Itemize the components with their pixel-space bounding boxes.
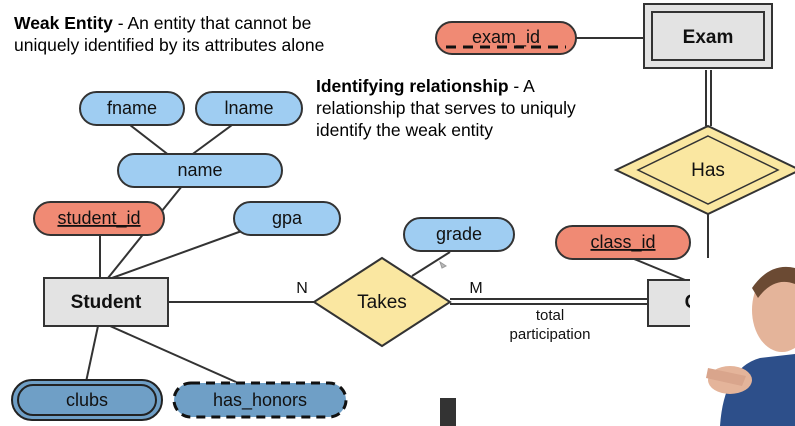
- attribute-has-honors-label: has_honors: [213, 390, 307, 411]
- attribute-student-id[interactable]: student_id: [33, 201, 165, 236]
- entity-exam[interactable]: Exam: [643, 3, 773, 69]
- attribute-class-id[interactable]: class_id: [555, 225, 691, 260]
- attribute-name-label: name: [177, 160, 222, 180]
- relationship-has-label: Has: [691, 160, 725, 181]
- attribute-clubs[interactable]: clubs: [11, 379, 163, 421]
- attribute-fname-label: fname: [107, 98, 157, 118]
- attribute-gpa-label: gpa: [272, 208, 303, 228]
- attribute-grade-label: grade: [436, 224, 482, 244]
- presenter-webcam-image: [690, 258, 795, 426]
- attribute-grade[interactable]: grade: [403, 217, 515, 252]
- relationship-takes-label: Takes: [357, 292, 407, 313]
- entity-exam-label: Exam: [683, 27, 734, 48]
- attribute-lname[interactable]: lname: [195, 91, 303, 126]
- participation-label-1: total: [536, 307, 564, 324]
- attribute-fname[interactable]: fname: [79, 91, 185, 126]
- attribute-exam-id[interactable]: exam_id: [435, 21, 577, 55]
- identifying-title: Identifying relationship: [316, 76, 509, 96]
- participation-label-2: participation: [510, 326, 591, 343]
- attribute-name[interactable]: name: [117, 153, 283, 188]
- mouse-pointer-icon: [439, 260, 447, 269]
- attribute-gpa[interactable]: gpa: [233, 201, 341, 236]
- text-cursor-block: [440, 398, 456, 426]
- weak-entity-title: Weak Entity: [14, 13, 113, 33]
- identifying-text-1: - A: [508, 76, 535, 96]
- line-fname-name: [129, 124, 171, 157]
- cardinality-n: N: [296, 280, 308, 297]
- cardinality-m: M: [469, 280, 482, 297]
- weak-entity-text-1: - An entity that cannot be: [112, 13, 312, 33]
- attribute-exam-id-label: exam_id: [472, 27, 540, 48]
- identifying-text-2: relationship that serves to uniquly: [316, 98, 576, 118]
- line-lname-name: [189, 124, 233, 157]
- attribute-has-honors[interactable]: has_honors: [172, 381, 348, 419]
- identifying-text-3: identify the weak entity: [316, 120, 494, 140]
- attribute-class-id-label: class_id: [590, 232, 655, 253]
- attribute-student-id-label: student_id: [57, 208, 140, 229]
- relationship-takes[interactable]: Takes: [312, 256, 452, 348]
- line-student-clubs: [85, 325, 99, 383]
- relationship-has[interactable]: Has: [613, 124, 795, 216]
- line-gpa-student: [111, 227, 251, 279]
- weak-entity-text-2: uniquely identified by its attributes al…: [14, 35, 325, 55]
- line-student-hashonors: [109, 325, 237, 383]
- connector-lines: [85, 37, 712, 383]
- identifying-relationship-note: Identifying relationship - A relationshi…: [316, 75, 576, 141]
- line-grade-takes: [411, 251, 451, 277]
- entity-student[interactable]: Student: [43, 277, 169, 327]
- entity-student-label: Student: [71, 292, 142, 313]
- attribute-lname-label: lname: [224, 98, 273, 118]
- weak-entity-note: Weak Entity - An entity that cannot be u…: [14, 12, 324, 56]
- attribute-clubs-label: clubs: [66, 390, 108, 410]
